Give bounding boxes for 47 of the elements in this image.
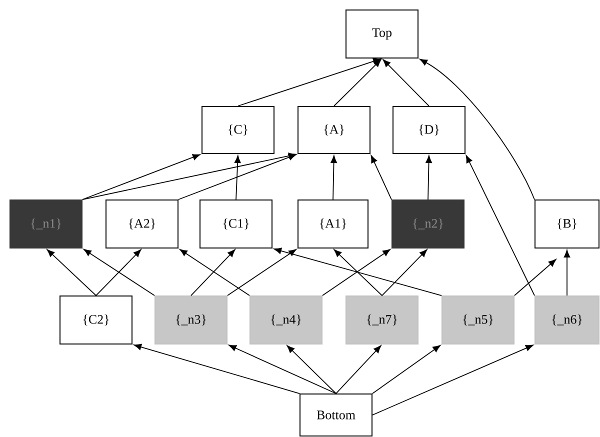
arrow [238, 58, 381, 106]
arrow [370, 155, 392, 200]
arrow [382, 59, 430, 106]
arrow [514, 259, 556, 296]
arrow [180, 249, 250, 296]
arrow [466, 155, 535, 296]
arrow [178, 154, 296, 200]
arrow [228, 344, 336, 394]
arrow [330, 155, 337, 200]
arrow [82, 154, 200, 200]
set-box: {D} [392, 106, 466, 154]
arrow [274, 248, 442, 296]
arrow [564, 250, 570, 296]
shaded-set-box: {_n7} [346, 296, 418, 344]
arrow [96, 249, 142, 296]
set-box: Top [346, 10, 418, 58]
arrow [84, 249, 155, 296]
arrow [286, 345, 336, 394]
shaded-set-box: {_n4} [250, 296, 322, 344]
set-box: {C2} [60, 296, 132, 344]
arrow [234, 155, 241, 200]
shaded-set-box: {_n3} [154, 296, 228, 344]
arrow [334, 249, 382, 296]
arrow [420, 58, 535, 200]
set-box: {A2} [106, 200, 178, 248]
arrow [334, 59, 382, 106]
arrow [134, 344, 300, 394]
set-box: {A} [298, 106, 370, 154]
set-box: {C} [202, 106, 274, 154]
arrow [382, 249, 428, 296]
set-box: {C1} [200, 200, 272, 248]
dark-set-box: {_n2} [392, 200, 464, 248]
dark-set-box: {_n1} [10, 200, 82, 248]
arrow [82, 152, 296, 200]
shaded-set-box: {_n5} [442, 296, 514, 344]
arrow [322, 249, 390, 296]
arrow [190, 249, 236, 296]
arrow [46, 249, 96, 296]
arrow [372, 345, 440, 394]
arrow [372, 344, 534, 416]
set-box: Bottom [300, 394, 372, 436]
set-box: {A1} [298, 200, 368, 248]
arrow [227, 249, 296, 296]
set-box: {B} [534, 200, 600, 248]
shaded-set-box: {_n6} [534, 296, 600, 344]
arrow [336, 345, 382, 394]
arrow [426, 155, 432, 200]
